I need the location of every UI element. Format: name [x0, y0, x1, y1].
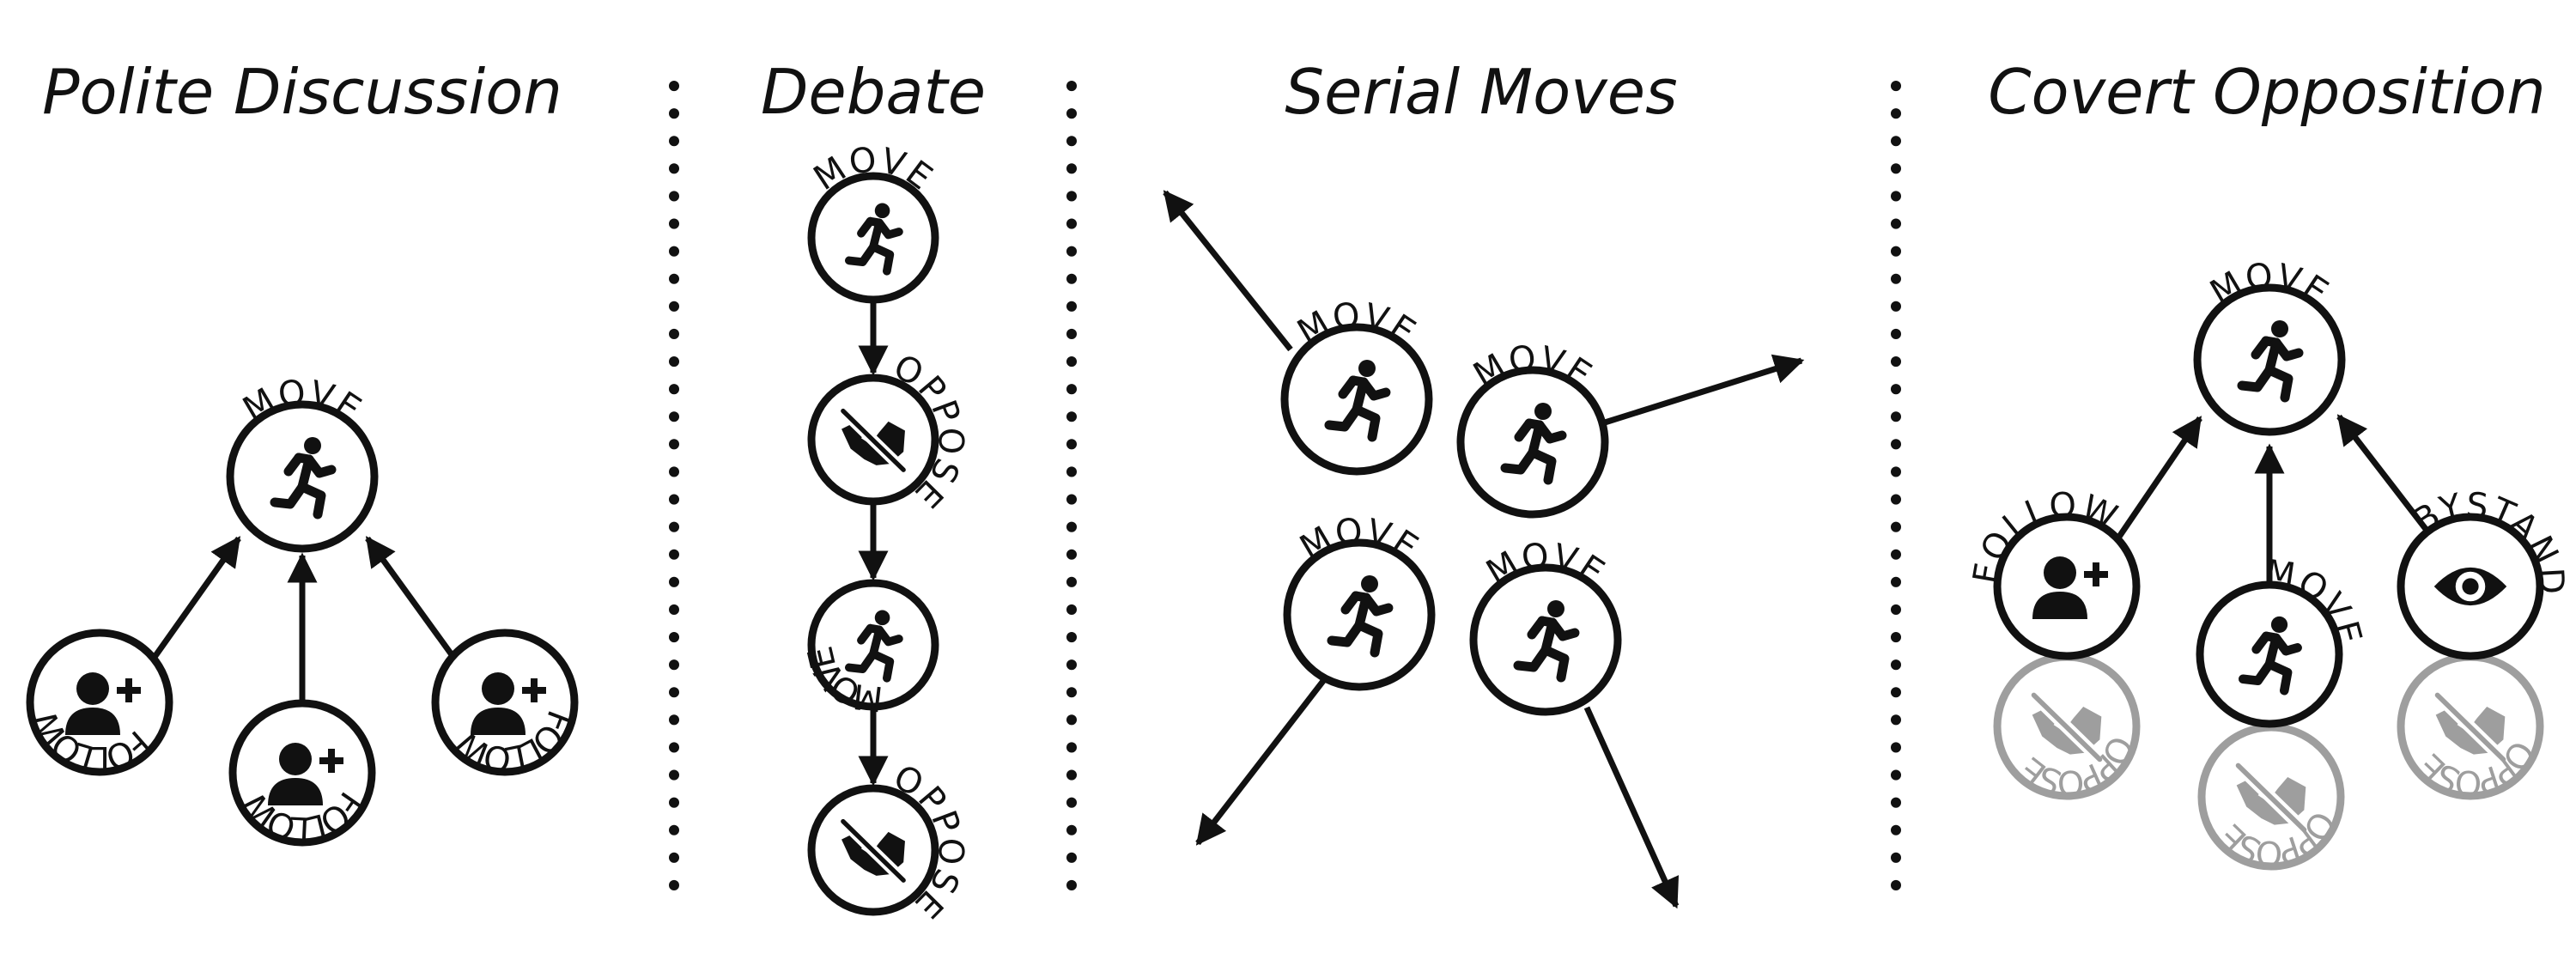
move-node: MOVE — [1283, 511, 1436, 691]
oppose-node-faded: OPPOSE — [2397, 653, 2548, 812]
oppose-node-faded: OPPOSE — [1993, 653, 2151, 817]
panel-title-covert-opposition: Covert Opposition — [1988, 56, 2546, 128]
arrow — [2117, 416, 2202, 538]
oppose-node: OPPOSE — [807, 749, 985, 931]
panel-title-polite-discussion: Polite Discussion — [42, 56, 562, 128]
follow-node: FOLLOW — [431, 629, 590, 793]
arrows — [150, 190, 2431, 909]
move-node: MOVE — [2193, 256, 2346, 436]
panel-title-debate: Debate — [761, 56, 986, 128]
arrow — [150, 536, 241, 662]
move-node: MOVE — [807, 140, 939, 304]
arrow — [1195, 678, 1326, 846]
bystand-node: BYSTAND — [2397, 453, 2576, 660]
move-node: MOVE — [2196, 534, 2386, 728]
arrow — [1163, 190, 1293, 352]
move-node: MOVE — [786, 579, 939, 735]
panel-divider — [669, 81, 1901, 898]
oppose-node-faded: OPPOSE — [2197, 723, 2348, 883]
follow-node: FOLLOW — [15, 629, 173, 793]
move-node: MOVE — [1280, 295, 1433, 476]
oppose-node: OPPOSE — [807, 338, 985, 520]
move-node: MOVE — [1456, 338, 1609, 519]
panel-title-serial-moves: Serial Moves — [1285, 56, 1677, 128]
move-node: MOVE — [226, 373, 379, 553]
follow-node: FOLLOW — [1944, 458, 2141, 660]
arrow — [1583, 706, 1680, 909]
move-node: MOVE — [1469, 536, 1622, 716]
arrow — [365, 536, 458, 662]
arrow — [2336, 414, 2431, 535]
follow-node: FOLLOW — [228, 699, 376, 849]
arrow — [1603, 354, 1805, 426]
